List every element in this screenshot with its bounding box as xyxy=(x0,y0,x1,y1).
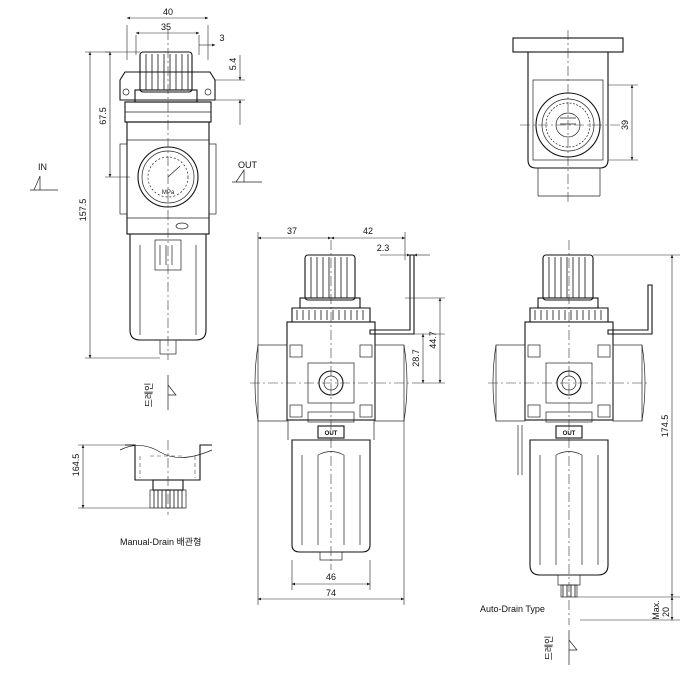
dim-top-widths: 40 35 3 xyxy=(126,7,225,60)
dim-44-7: 44.7 xyxy=(428,331,438,349)
top-view: 39 xyxy=(512,30,638,205)
dim-3: 3 xyxy=(219,33,224,43)
front-view-small: MPa 40 35 3 5.4 xyxy=(30,7,262,410)
dim-bracket-offset: 5.4 xyxy=(215,55,245,125)
dim-67-5: 67.5 xyxy=(98,107,108,125)
dim-2-3: 2.3 xyxy=(377,243,390,253)
label-out: OUT xyxy=(238,160,258,170)
dim-max: Max. xyxy=(651,600,661,620)
dim-5-4: 5.4 xyxy=(228,58,238,71)
dim-40: 40 xyxy=(163,7,173,17)
dim-164-5: 164.5 xyxy=(71,454,81,477)
label-auto-drain: Auto-Drain Type xyxy=(480,604,545,614)
dim-35: 35 xyxy=(161,22,171,32)
drain-korean-1: 드레인 xyxy=(144,383,154,408)
dim-157-5: 157.5 xyxy=(78,199,88,222)
dim-37: 37 xyxy=(287,226,297,236)
dim-74: 74 xyxy=(326,588,336,598)
drain-korean-2: 드레인 xyxy=(544,636,554,661)
dim-174-5: 174.5 xyxy=(660,415,670,438)
dim-20: 20 xyxy=(661,607,671,617)
dim-42: 42 xyxy=(363,226,373,236)
adjust-knob xyxy=(134,51,198,103)
dim-height-157: 157.5 xyxy=(78,51,160,359)
dim-46: 46 xyxy=(326,572,336,582)
manual-drain-view: 164.5 Manual-Drain 배관형 xyxy=(71,440,213,547)
label-manual-drain: Manual-Drain 배관형 xyxy=(120,537,201,547)
mount-bracket xyxy=(119,71,216,101)
dim-height-67: 67.5 xyxy=(98,51,140,178)
front-view-auto: OUT 174.5 20 Max. Auto-Drain Type 드레인 xyxy=(480,240,680,665)
in-arrow: IN xyxy=(30,162,58,191)
out-arrow: OUT xyxy=(232,160,262,183)
gauge-unit: MPa xyxy=(162,190,175,196)
dim-39: 39 xyxy=(620,120,630,130)
dim-28-7: 28.7 xyxy=(411,349,421,367)
front-view-manual: OUT 37 42 2.3 28.7 44.7 46 74 xyxy=(250,226,445,605)
drain-label-left: 드레인 xyxy=(144,375,177,410)
label-in: IN xyxy=(38,162,47,172)
